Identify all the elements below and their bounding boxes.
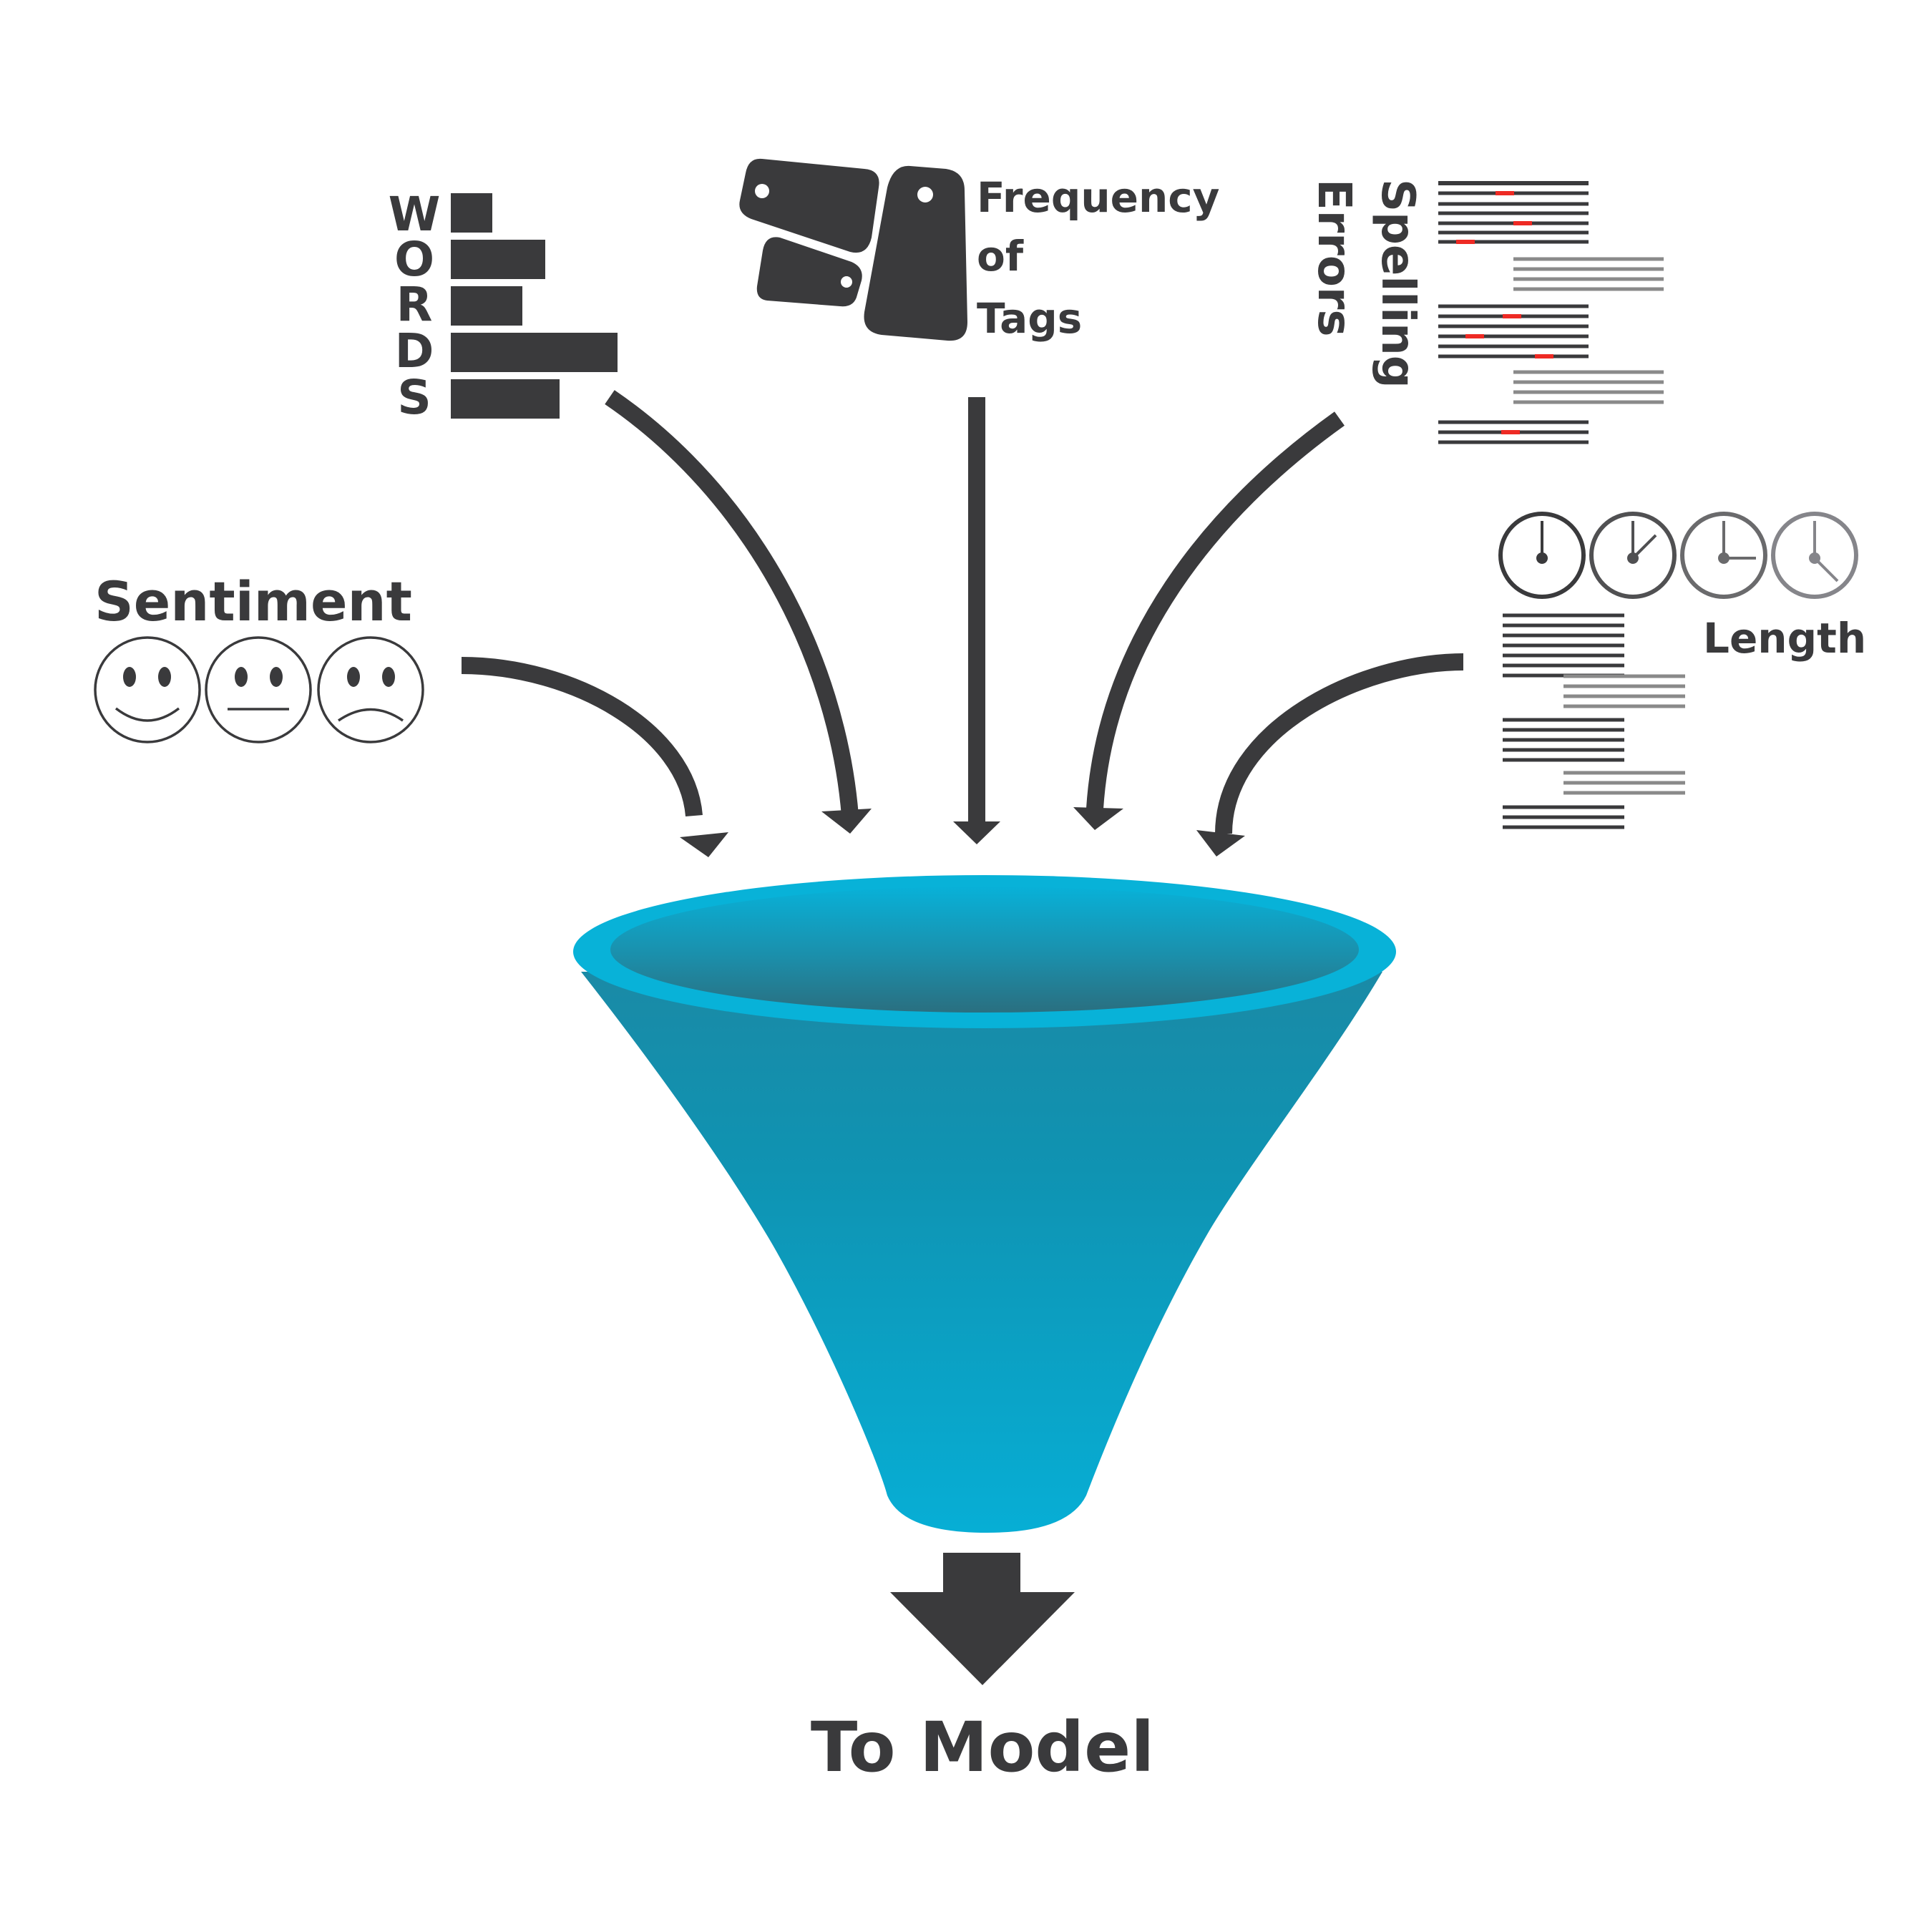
word-bar (451, 240, 545, 279)
arrow-icon (680, 832, 728, 857)
bar-chart-icon (451, 193, 618, 419)
tag-shape (756, 237, 862, 307)
clock-face (1680, 512, 1767, 599)
errors-label: Errors (1307, 179, 1360, 336)
sentiment-feature: Sentiment (94, 570, 424, 743)
words-feature: W O R D S (389, 187, 618, 425)
arrow-icon (605, 390, 859, 816)
words-letter-d: D (395, 323, 434, 379)
tag-shape (864, 165, 967, 341)
sad-face-icon (317, 636, 424, 743)
word-bar (451, 286, 522, 326)
text-lines-icon (1438, 181, 1664, 444)
tags-label-line2: of (977, 232, 1024, 280)
clock-icon (1498, 512, 1858, 599)
length-feature: Length (1498, 512, 1866, 829)
funnel-body (581, 972, 1382, 1533)
words-letter-s: S (397, 370, 431, 425)
arrow-icon (953, 821, 1000, 844)
funnel-inner (610, 887, 1359, 1013)
tags-label-line1: Frequency (977, 173, 1219, 222)
arrow-icon (821, 809, 872, 834)
clock-face (1498, 512, 1586, 599)
output-label: To Model (811, 1707, 1154, 1787)
length-label: Length (1703, 614, 1866, 663)
word-bar (451, 333, 618, 372)
down-arrow-icon (890, 1553, 1075, 1685)
word-bar (451, 379, 560, 419)
tags-icon (739, 158, 967, 341)
arrow-icon (1086, 411, 1345, 809)
tags-feature: Frequency of Tags (739, 158, 1219, 343)
arrow-icon (1073, 807, 1123, 830)
words-letter-o: O (394, 232, 434, 287)
words-letter-w: W (389, 187, 441, 242)
sentiment-label: Sentiment (94, 570, 412, 633)
tags-label-line3: Tags (977, 294, 1082, 343)
text-lines-icon (1503, 613, 1685, 829)
tag-shape (739, 158, 879, 253)
clock-face (1771, 512, 1858, 599)
arrow-icon (1196, 830, 1245, 857)
spelling-feature: Spelling Errors (1307, 179, 1664, 444)
arrow-icon (1215, 653, 1464, 834)
arrow-icon (461, 657, 703, 817)
output: To Model (811, 1553, 1154, 1787)
word-bar (451, 193, 492, 233)
arrow-heads (680, 807, 1245, 857)
spelling-label: Spelling (1371, 179, 1424, 389)
arrows (461, 390, 1464, 834)
clock-face (1589, 512, 1677, 599)
words-letter-r: R (396, 277, 433, 332)
neutral-face-icon (205, 636, 312, 743)
funnel-icon (573, 875, 1396, 1533)
happy-face-icon (94, 636, 201, 743)
